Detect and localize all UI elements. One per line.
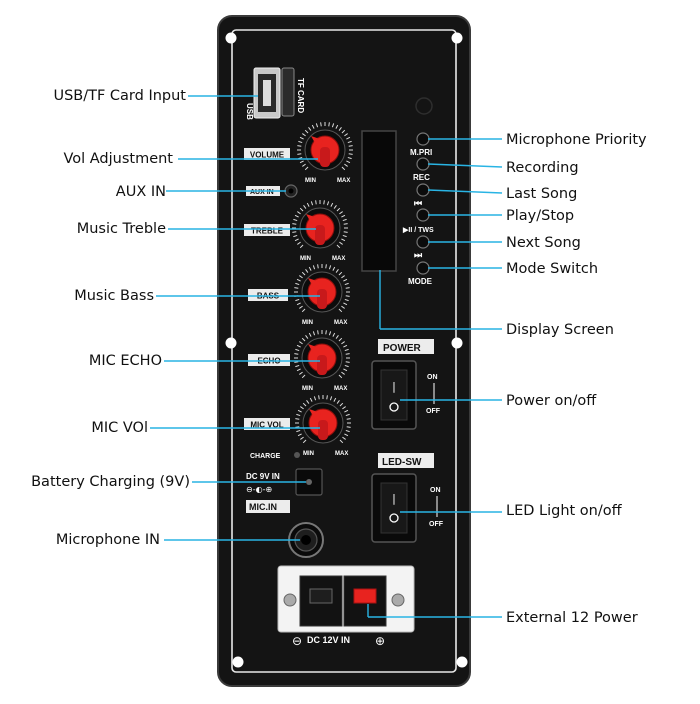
max-label: MAX [334, 386, 347, 392]
aux-in-label: AUX IN [250, 189, 274, 196]
min-label: MIN [302, 320, 313, 326]
led-sw-label-plate [378, 453, 434, 468]
mount-hole [451, 32, 463, 44]
max-label: MAX [337, 178, 350, 184]
power-on-label: ON [427, 374, 438, 381]
leader-lines [150, 95, 503, 618]
volume-label: VOLUME [250, 151, 285, 160]
leader-line [427, 163, 503, 168]
treble-knob[interactable] [292, 200, 348, 249]
aux-in-jack[interactable] [284, 184, 298, 198]
play-stop-button[interactable] [416, 208, 430, 222]
mic-priority-label: M.PRI [410, 148, 432, 157]
tf-card-label: TF CARD [296, 78, 305, 113]
power-label-plate [378, 339, 434, 354]
rec-label: REC [413, 173, 430, 182]
treble-label-plate [244, 224, 290, 236]
dc-polarity-icon: ⊖-◐-⊕ [246, 485, 272, 494]
dc12v-plus-icon: ⊕ [375, 634, 385, 648]
tf-card-slot[interactable] [281, 67, 295, 117]
min-label: MIN [302, 386, 313, 392]
mic-in-plate [246, 500, 290, 513]
play-tws-label: ▶II / TWS [402, 227, 434, 234]
echo-knob[interactable] [294, 330, 350, 379]
led-on-label: ON [430, 487, 441, 494]
echo-label-plate [248, 354, 290, 366]
callout-power-onoff: Power on/off [506, 393, 597, 409]
mount-hole [232, 656, 244, 668]
callout-recording: Recording [506, 160, 579, 176]
treble-label: TREBLE [251, 227, 284, 236]
callout-mic-priority: Microphone Priority [506, 132, 647, 148]
prev-button[interactable] [416, 183, 430, 197]
callout-play-stop: Play/Stop [506, 208, 575, 224]
power-label: POWER [383, 343, 422, 354]
led-sw-label: LED-SW [382, 457, 422, 468]
power-switch[interactable]: | [371, 360, 417, 430]
mode-button[interactable] [416, 261, 430, 275]
dc9v-label: DC 9V IN [246, 472, 280, 481]
callout-mic-echo: MIC ECHO [88, 353, 162, 369]
callout-music-bass: Music Bass [74, 288, 154, 304]
mount-hole [225, 32, 237, 44]
min-label: MIN [305, 178, 316, 184]
callout-battery-charging: Battery Charging (9V) [31, 474, 190, 490]
charge-led [294, 452, 300, 458]
max-label: MAX [332, 256, 345, 262]
mic_vol-label-plate [244, 418, 290, 430]
svg-text:|: | [392, 380, 396, 393]
mic-vol-knob[interactable] [295, 395, 351, 444]
callout-usb-tf: USB/TF Card Input [53, 88, 186, 104]
callout-mode-switch: Mode Switch [506, 261, 599, 277]
next-icon: ⏭ [414, 250, 423, 260]
callout-microphone-in: Microphone IN [55, 532, 160, 548]
bass-label-plate [248, 289, 288, 301]
status-led [415, 97, 433, 115]
next-button[interactable] [416, 235, 430, 249]
mic_vol-label: MIC VOL [250, 421, 283, 430]
callout-vol-adjust: Vol Adjustment [63, 151, 173, 167]
mount-hole [456, 656, 468, 668]
bass-knob[interactable] [294, 264, 350, 313]
prev-icon: ⏮ [414, 198, 422, 208]
panel-border [231, 29, 457, 673]
mount-hole [225, 337, 237, 349]
dc12v-label: DC 12V IN [307, 635, 350, 645]
min-label: MIN [300, 256, 311, 262]
callout-external-power: External 12 Power [506, 610, 638, 626]
callout-last-song: Last Song [506, 186, 578, 202]
charge-label: CHARGE [250, 453, 281, 460]
mic-in-label: MIC.IN [249, 502, 277, 512]
usb-label: USB [245, 103, 254, 120]
leader-line [427, 189, 503, 194]
led-switch[interactable]: | [371, 473, 417, 543]
dc12v-terminal[interactable] [277, 565, 415, 633]
callout-led-onoff: LED Light on/off [506, 503, 622, 519]
rec-button[interactable] [416, 157, 430, 171]
svg-text:|: | [392, 492, 396, 505]
callout-display-screen: Display Screen [506, 322, 614, 338]
power-off-label: OFF [426, 408, 441, 415]
led-off-label: OFF [429, 521, 444, 528]
usb-port[interactable] [253, 67, 281, 119]
callout-aux-in: AUX IN [115, 184, 166, 200]
volume-label-plate [244, 148, 290, 160]
mic-priority-button[interactable] [416, 132, 430, 146]
min-label: MIN [303, 451, 314, 457]
callout-music-treble: Music Treble [76, 221, 166, 237]
display-screen [361, 130, 397, 272]
callout-next-song: Next Song [506, 235, 581, 251]
max-label: MAX [335, 451, 348, 457]
volume-knob[interactable] [297, 122, 353, 171]
mode-label: MODE [408, 277, 433, 286]
callout-mic-vol: MIC VOl [91, 420, 148, 436]
mount-hole [451, 337, 463, 349]
dc12v-minus-icon: ⊖ [292, 634, 302, 648]
max-label: MAX [334, 320, 347, 326]
